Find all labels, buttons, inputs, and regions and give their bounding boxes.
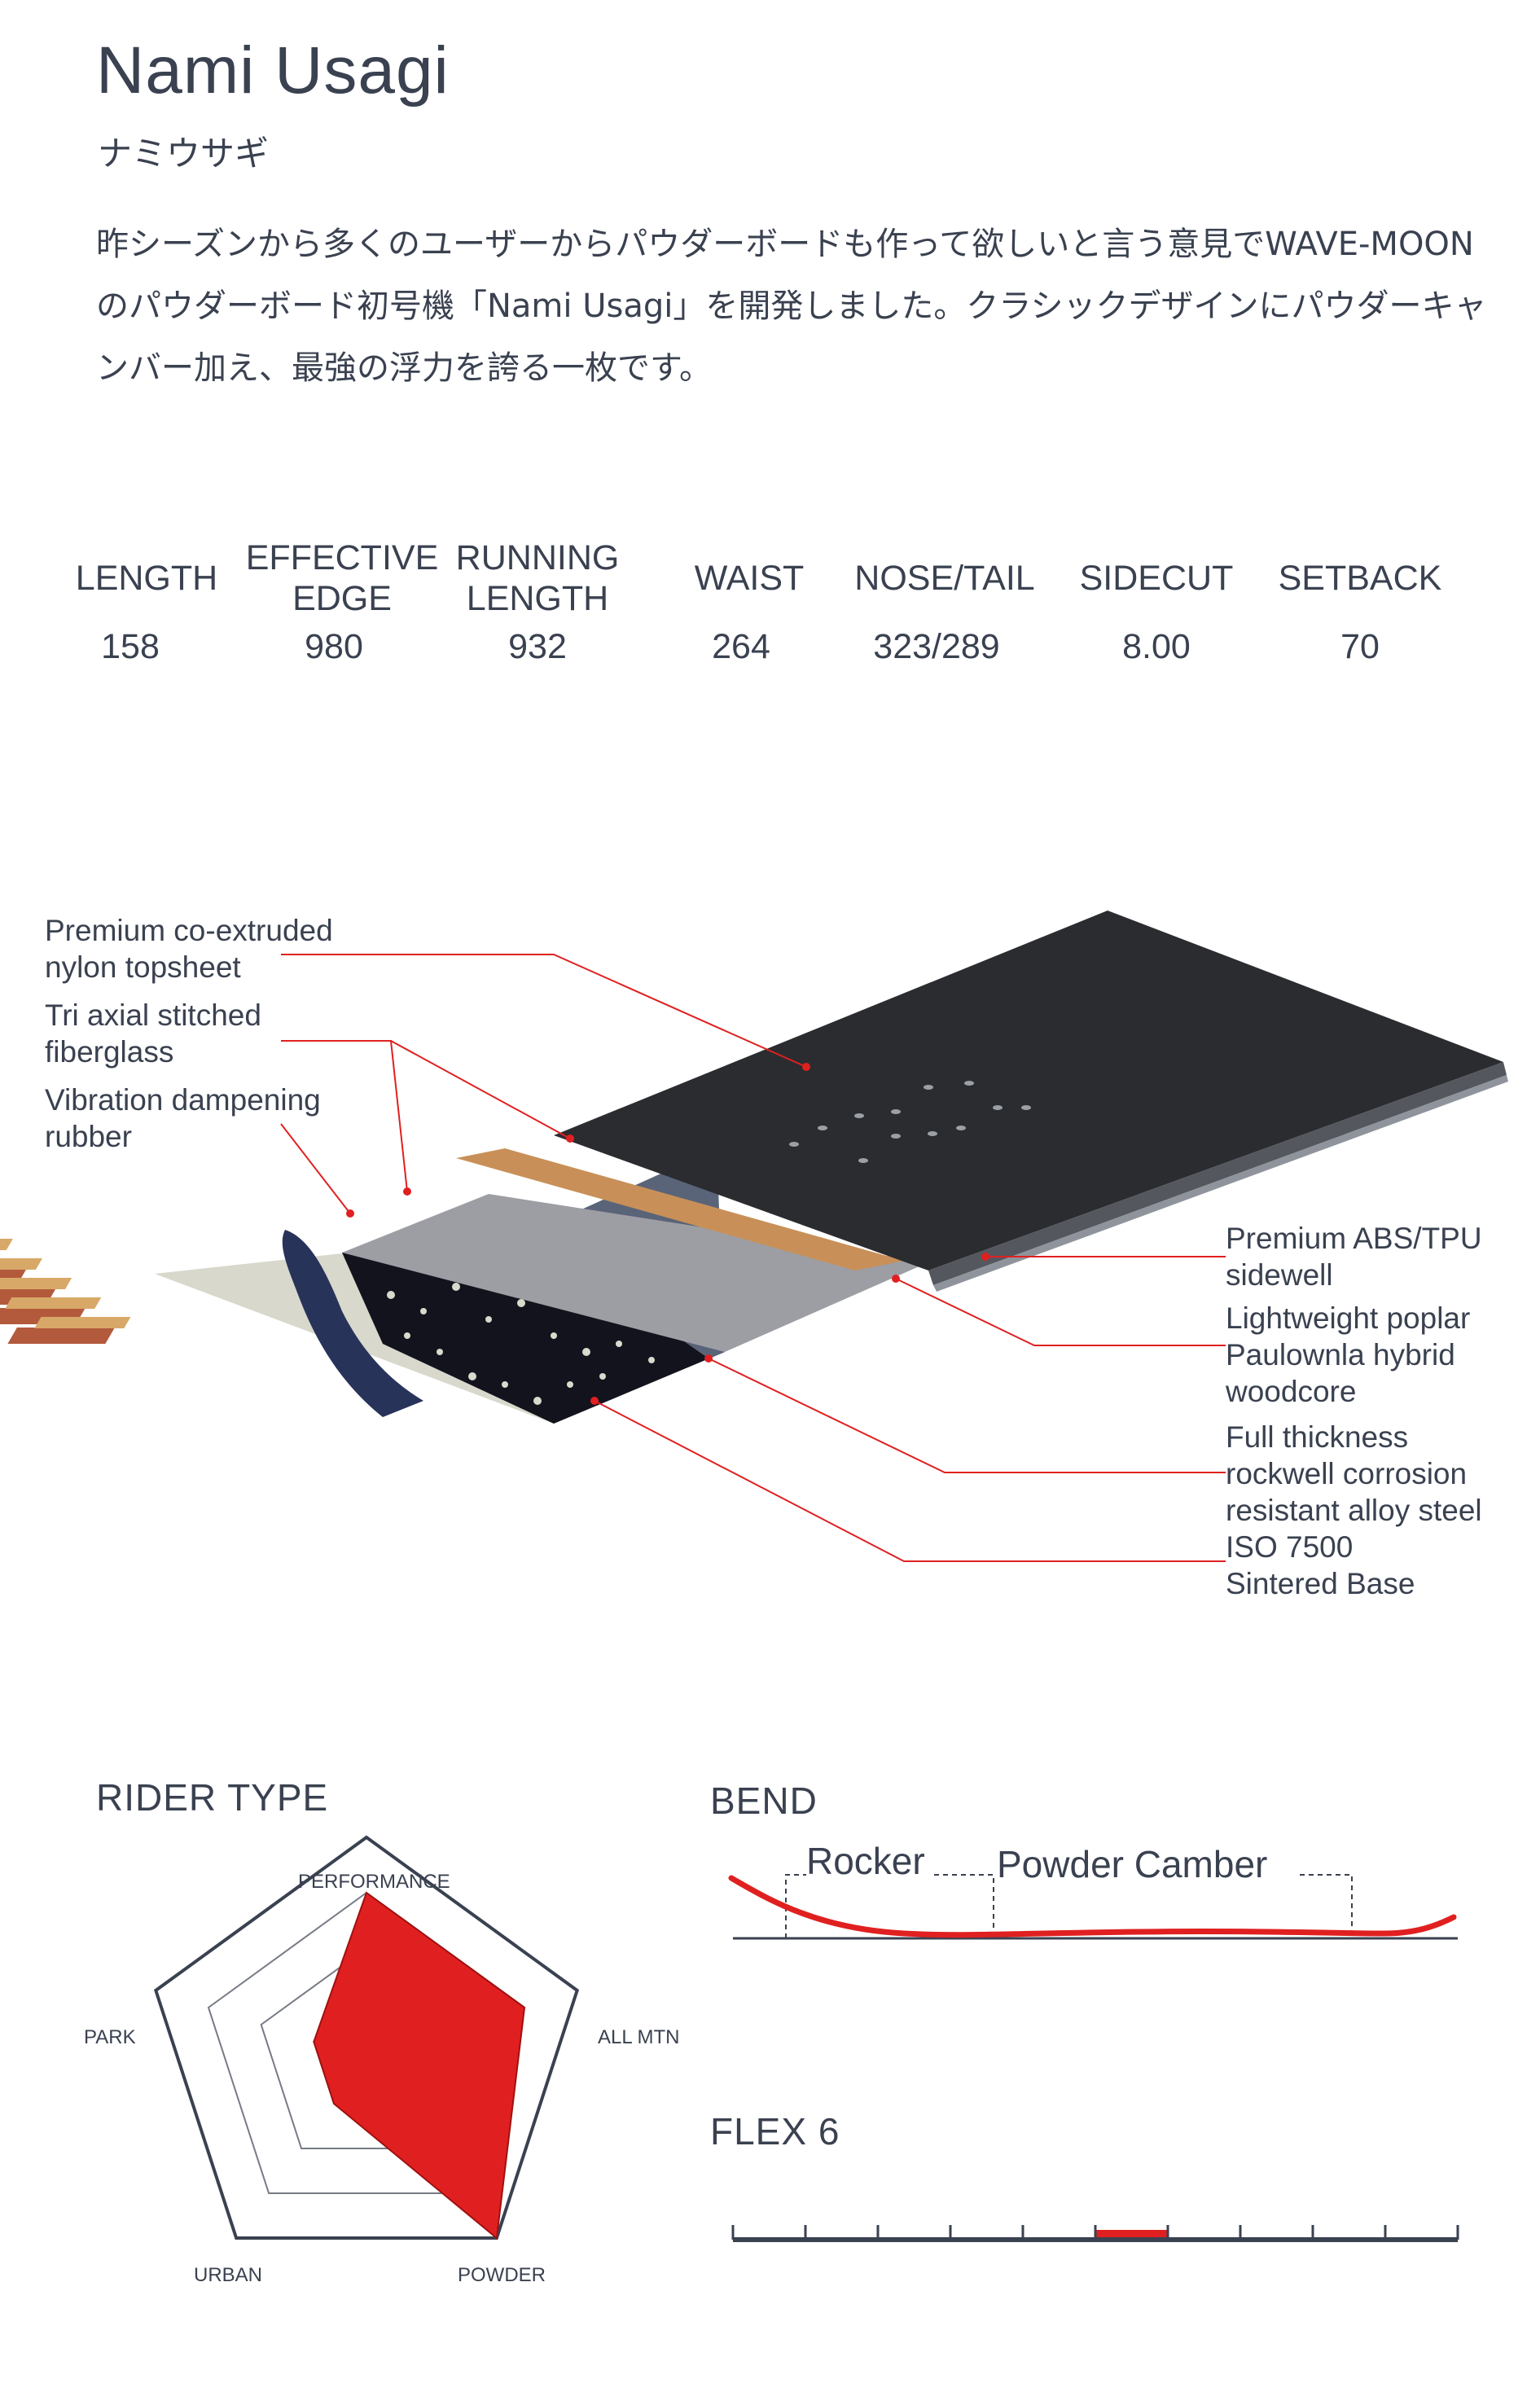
product-subtitle-kana: ナミウサギ [98, 134, 270, 173]
topsheet-layer [554, 911, 1503, 1271]
spec-header-waist: WAIST [694, 559, 805, 598]
spec-header-length: LENGTH [75, 559, 218, 598]
insert-holes [789, 1081, 1031, 1163]
rider-type-radar-chart [153, 1835, 580, 2240]
leader-lines [280, 954, 1226, 1562]
base-dots [387, 1259, 655, 1405]
label-sidewell: Premium ABS/TPU sidewell [1226, 1222, 1482, 1292]
spec-value-length: 158 [101, 627, 160, 666]
bend-rocker-label: Rocker [806, 1840, 925, 1882]
bend-brackets [785, 1874, 1353, 1938]
label-woodcore: Lightweight poplar Paulownla hybrid wood… [1226, 1301, 1471, 1408]
spec-value-waist: 264 [712, 627, 770, 666]
sidewall-layer [928, 1062, 1507, 1285]
radar-label-performance: PERFORMANCE [298, 1871, 450, 1893]
radar-label-urban: URBAN [194, 2264, 263, 2286]
board-layer-diagram [0, 911, 1508, 1562]
bend-title: BEND [710, 1780, 818, 1822]
leader-dots [346, 1063, 989, 1405]
sintered-base-layer [342, 1233, 725, 1424]
flex-title: FLEX 6 [710, 2110, 840, 2153]
bend-profile-line [728, 1875, 1457, 1938]
product-description: 昨シーズンから多くのユーザーからパウダーボードも作って欲しいと言う意見でWAVE… [96, 226, 1487, 387]
radar-label-park: PARK [84, 2026, 136, 2048]
product-title: Nami Usagi [96, 33, 450, 108]
label-topsheet: Premium co-extruded nylon topsheet [45, 914, 333, 984]
spec-header-nose-tail: NOSE/TAIL [854, 559, 1035, 598]
radar-label-all-mtn: ALL MTN [598, 2026, 680, 2048]
label-steel-edge: Full thickness rockwell corrosion resist… [1226, 1420, 1482, 1527]
base-wave-pattern [282, 1230, 423, 1417]
bend-camber-label: Powder Camber [997, 1843, 1268, 1885]
label-fiberglass: Tri axial stitched fiberglass [45, 998, 261, 1069]
spec-header-setback: SETBACK [1278, 559, 1442, 598]
spec-header-running-length: RUNNING LENGTH [455, 538, 620, 618]
bend-profile-chart [728, 1874, 1458, 1940]
woodcore-layer [0, 1148, 904, 1344]
spec-value-running-length: 932 [508, 627, 567, 666]
radar-label-powder: POWDER [458, 2264, 546, 2286]
label-sintered-base: ISO 7500 Sintered Base [1226, 1530, 1415, 1600]
flex-scale [731, 2225, 1459, 2242]
fiberglass-layer [342, 1194, 928, 1352]
radar-value-area [313, 1891, 526, 2240]
radar-grid-level-4 [153, 1835, 580, 2240]
label-rubber: Vibration dampening rubber [45, 1083, 321, 1153]
spec-value-effective-edge: 980 [305, 627, 363, 666]
spec-header-sidecut: SIDECUT [1079, 559, 1234, 598]
spec-header-effective-edge: EFFECTIVE EDGE [245, 538, 439, 618]
spec-value-setback: 70 [1340, 627, 1380, 666]
sidewall-edge [933, 1075, 1508, 1292]
rider-type-title: RIDER TYPE [96, 1776, 329, 1819]
spec-value-nose-tail: 323/289 [873, 627, 1000, 666]
spec-value-sidecut: 8.00 [1122, 627, 1191, 666]
